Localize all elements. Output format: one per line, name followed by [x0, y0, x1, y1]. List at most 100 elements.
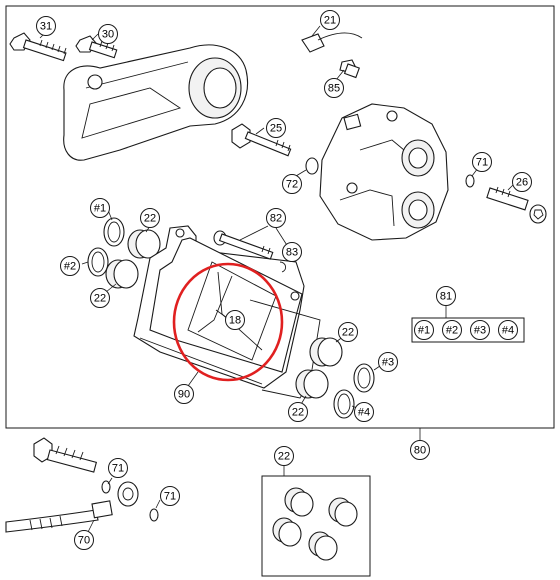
- callout-number: #3: [382, 357, 394, 369]
- callout-c83: 83: [282, 242, 302, 262]
- callout-number: 26: [516, 177, 528, 189]
- callout-circle: [324, 78, 344, 98]
- washer-72: [305, 157, 319, 175]
- callout-c21: 21: [320, 10, 340, 30]
- piston-kit-box: [261, 475, 371, 577]
- callout-circle: [354, 402, 374, 422]
- callout-circle: [282, 174, 302, 194]
- pad-spring-18: [187, 261, 277, 361]
- callout-circle: [160, 486, 180, 506]
- callout-c82: 82: [266, 208, 286, 228]
- callout-c1a: #1: [90, 198, 110, 218]
- callout-c1b: #1: [414, 320, 434, 340]
- callout-circle: [282, 242, 302, 262]
- callout-circle: [288, 402, 308, 422]
- bolt-26: [486, 186, 547, 224]
- caliper-body: [319, 103, 449, 241]
- callout-circle: [266, 118, 286, 138]
- callout-c90: 90: [174, 384, 194, 404]
- callout-c71a: 71: [472, 152, 492, 172]
- piston-22-right-upper: [309, 337, 343, 367]
- callout-c70: 70: [74, 530, 94, 550]
- callout-circle: [108, 458, 128, 478]
- callout-number: 22: [94, 293, 106, 305]
- callout-circle: [274, 446, 294, 466]
- callout-c81: 81: [436, 286, 456, 306]
- callout-circle: [442, 320, 462, 340]
- callout-c85: 85: [324, 78, 344, 98]
- highlight-circle: [172, 262, 284, 382]
- bleeder-cap-21: [301, 32, 363, 53]
- callout-number: 85: [328, 83, 340, 95]
- callout-number: #4: [502, 325, 514, 337]
- callout-number: 82: [270, 213, 282, 225]
- callout-c72: 72: [282, 174, 302, 194]
- seal-kit-box: [411, 317, 525, 343]
- callout-circle: [320, 10, 340, 30]
- callout-number: 70: [78, 535, 90, 547]
- callout-circle: [266, 208, 286, 228]
- callout-number: 22: [144, 213, 156, 225]
- clip-83: [279, 261, 287, 273]
- callout-circle: [90, 288, 110, 308]
- callout-number: #4: [358, 407, 370, 419]
- callout-number: 80: [414, 445, 426, 457]
- callout-c71c: 71: [160, 486, 180, 506]
- bolt-31: [9, 32, 67, 62]
- callout-c4b: #4: [498, 320, 518, 340]
- callout-circle: [436, 286, 456, 306]
- callout-number: 18: [229, 315, 241, 327]
- callout-c18: 18: [225, 310, 245, 330]
- callout-number: 71: [112, 463, 124, 475]
- callout-circle: [174, 384, 194, 404]
- callout-number: 22: [342, 327, 354, 339]
- callout-circle: [512, 172, 532, 192]
- callout-number: 31: [40, 21, 52, 33]
- callout-circle: [338, 322, 358, 342]
- callout-circle: [140, 208, 160, 228]
- callout-number: #3: [474, 325, 486, 337]
- callout-number: #1: [94, 203, 106, 215]
- callout-circle: [410, 440, 430, 460]
- callout-c26: 26: [512, 172, 532, 192]
- callout-number: #1: [418, 325, 430, 337]
- washer-71-lower: [149, 508, 159, 522]
- assembly-frame: [5, 5, 555, 429]
- callout-c71b: 71: [108, 458, 128, 478]
- callout-number: 81: [440, 291, 452, 303]
- piston-22-lower: [105, 259, 139, 289]
- callout-circle: [60, 256, 80, 276]
- banjo-bolt: [33, 437, 98, 473]
- callout-circle: [470, 320, 490, 340]
- callout-c31: 31: [36, 16, 56, 36]
- callout-c4a: #4: [354, 402, 374, 422]
- callout-c2b: #2: [442, 320, 462, 340]
- bleed-screw-85: [339, 59, 360, 79]
- callout-number: 90: [178, 389, 190, 401]
- brake-hose-70: [5, 481, 139, 533]
- callout-number: 22: [278, 451, 290, 463]
- callout-circle: [90, 198, 110, 218]
- callout-circle: [498, 320, 518, 340]
- callout-circle: [378, 352, 398, 372]
- piston-22-right-lower: [295, 369, 329, 399]
- callout-number: 25: [270, 123, 282, 135]
- piston-kit-pistons: [272, 487, 358, 561]
- pad-pin-82: [213, 230, 274, 260]
- callout-number: 83: [286, 247, 298, 259]
- callout-c2a: #2: [60, 256, 80, 276]
- callout-number: 72: [286, 179, 298, 191]
- seal-ring-1-left: [103, 217, 125, 247]
- callout-labels: 31 30 21 85 25 72 71 26 #1 22 82 83 #2 22 18 81 #1 #2 #3 #4…: [36, 10, 532, 550]
- callout-c3a: #3: [378, 352, 398, 372]
- callout-number: #2: [64, 261, 76, 273]
- seal-ring-4-right: [333, 389, 355, 419]
- callout-c22e: 22: [274, 446, 294, 466]
- callout-c22a: 22: [140, 208, 160, 228]
- callout-c22d: 22: [288, 402, 308, 422]
- callout-number: #2: [446, 325, 458, 337]
- callout-c30: 30: [98, 24, 118, 44]
- callout-number: 71: [476, 157, 488, 169]
